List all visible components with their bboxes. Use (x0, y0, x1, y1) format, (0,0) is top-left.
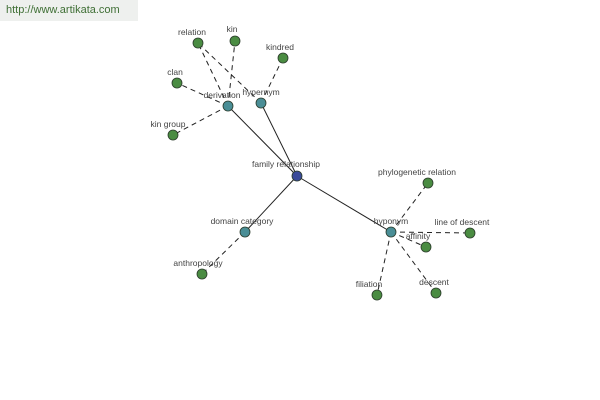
node-affinity[interactable] (420, 241, 432, 253)
node-relation[interactable] (192, 37, 204, 49)
node-label-root[interactable]: family relationship (252, 159, 320, 169)
node-derivation[interactable] (222, 100, 234, 112)
node-label-relation[interactable]: relation (178, 27, 206, 37)
node-filiation[interactable] (371, 289, 383, 301)
edges-layer (172, 40, 471, 296)
edge-derivation-kin (227, 40, 236, 107)
node-clan[interactable] (171, 77, 183, 89)
node-label-hyponym[interactable]: hyponym (374, 216, 409, 226)
node-label-domain[interactable]: domain category (211, 216, 275, 226)
node-hypernym[interactable] (255, 97, 267, 109)
site-url-link[interactable]: http://www.artikata.com (0, 0, 138, 21)
node-domain[interactable] (239, 226, 251, 238)
node-label-filiation[interactable]: filiation (356, 279, 383, 289)
edge-hyponym-lineofdescent (390, 231, 471, 234)
edge-derivation-relation (197, 42, 229, 107)
edge-hyponym-descent (390, 231, 437, 294)
node-label-affinity[interactable]: affinity (406, 231, 431, 241)
node-label-phylo[interactable]: phylogenetic relation (378, 167, 456, 177)
edge-root-domain (244, 175, 298, 233)
node-label-kin[interactable]: kin (227, 24, 238, 34)
node-label-kindred[interactable]: kindred (266, 42, 294, 52)
edge-derivation-clan (176, 82, 229, 107)
edge-hyponym-phylo (390, 182, 429, 233)
node-kingroup[interactable] (167, 129, 179, 141)
node-label-hypernym[interactable]: hypernym (242, 87, 279, 97)
node-anthropology[interactable] (196, 268, 208, 280)
node-label-kingroup[interactable]: kin group (151, 119, 186, 129)
node-kindred[interactable] (277, 52, 289, 64)
node-label-lineofdescent[interactable]: line of descent (435, 217, 490, 227)
nodes-layer (167, 35, 476, 301)
node-lineofdescent[interactable] (464, 227, 476, 239)
node-label-descent[interactable]: descent (419, 277, 449, 287)
edge-hypernym-relation (197, 42, 262, 104)
node-root[interactable] (291, 170, 303, 182)
edge-hyponym-affinity (390, 231, 427, 248)
node-descent[interactable] (430, 287, 442, 299)
node-kin[interactable] (229, 35, 241, 47)
node-label-derivation[interactable]: derivation (204, 90, 241, 100)
node-hyponym[interactable] (385, 226, 397, 238)
node-label-anthropology[interactable]: anthropology (173, 258, 223, 268)
node-label-clan[interactable]: clan (167, 67, 183, 77)
edge-domain-anthropology (201, 231, 246, 275)
edge-root-hypernym (260, 102, 298, 177)
node-phylo[interactable] (422, 177, 434, 189)
edge-root-derivation (227, 105, 298, 177)
edge-derivation-kingroup (172, 105, 229, 136)
edge-hyponym-filiation (376, 231, 392, 296)
edge-root-hyponym (296, 175, 392, 233)
